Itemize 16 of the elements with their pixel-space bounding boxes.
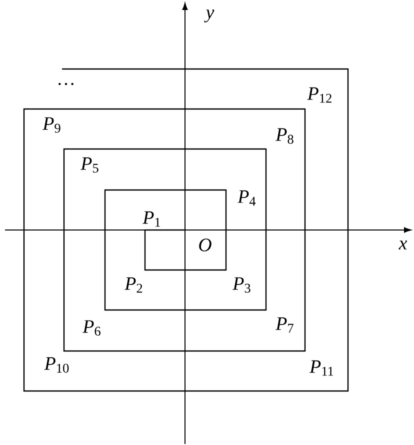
ellipsis: … [58, 82, 74, 86]
point-label: P$_{7}$ [276, 317, 294, 333]
point-label: P$_{2}$ [124, 277, 142, 293]
point-label: P$_{5}$ [80, 157, 98, 173]
axis-label: x [398, 240, 408, 250]
point-label: P$_{6}$ [82, 320, 100, 336]
origin-label: O [199, 238, 212, 252]
point-label: P$_{4}$ [238, 190, 256, 206]
point-label: P$_{8}$ [276, 128, 294, 144]
point-label: P$_{11}$ [309, 360, 334, 376]
point-label: P$_{1}$ [142, 211, 160, 227]
point-label: P$_{9}$ [42, 117, 60, 133]
axis-label: y [204, 10, 214, 22]
point-label: P$_{12}$ [307, 87, 332, 103]
point-label: P$_{10}$ [44, 357, 69, 373]
point-label: P$_{3}$ [232, 277, 250, 293]
